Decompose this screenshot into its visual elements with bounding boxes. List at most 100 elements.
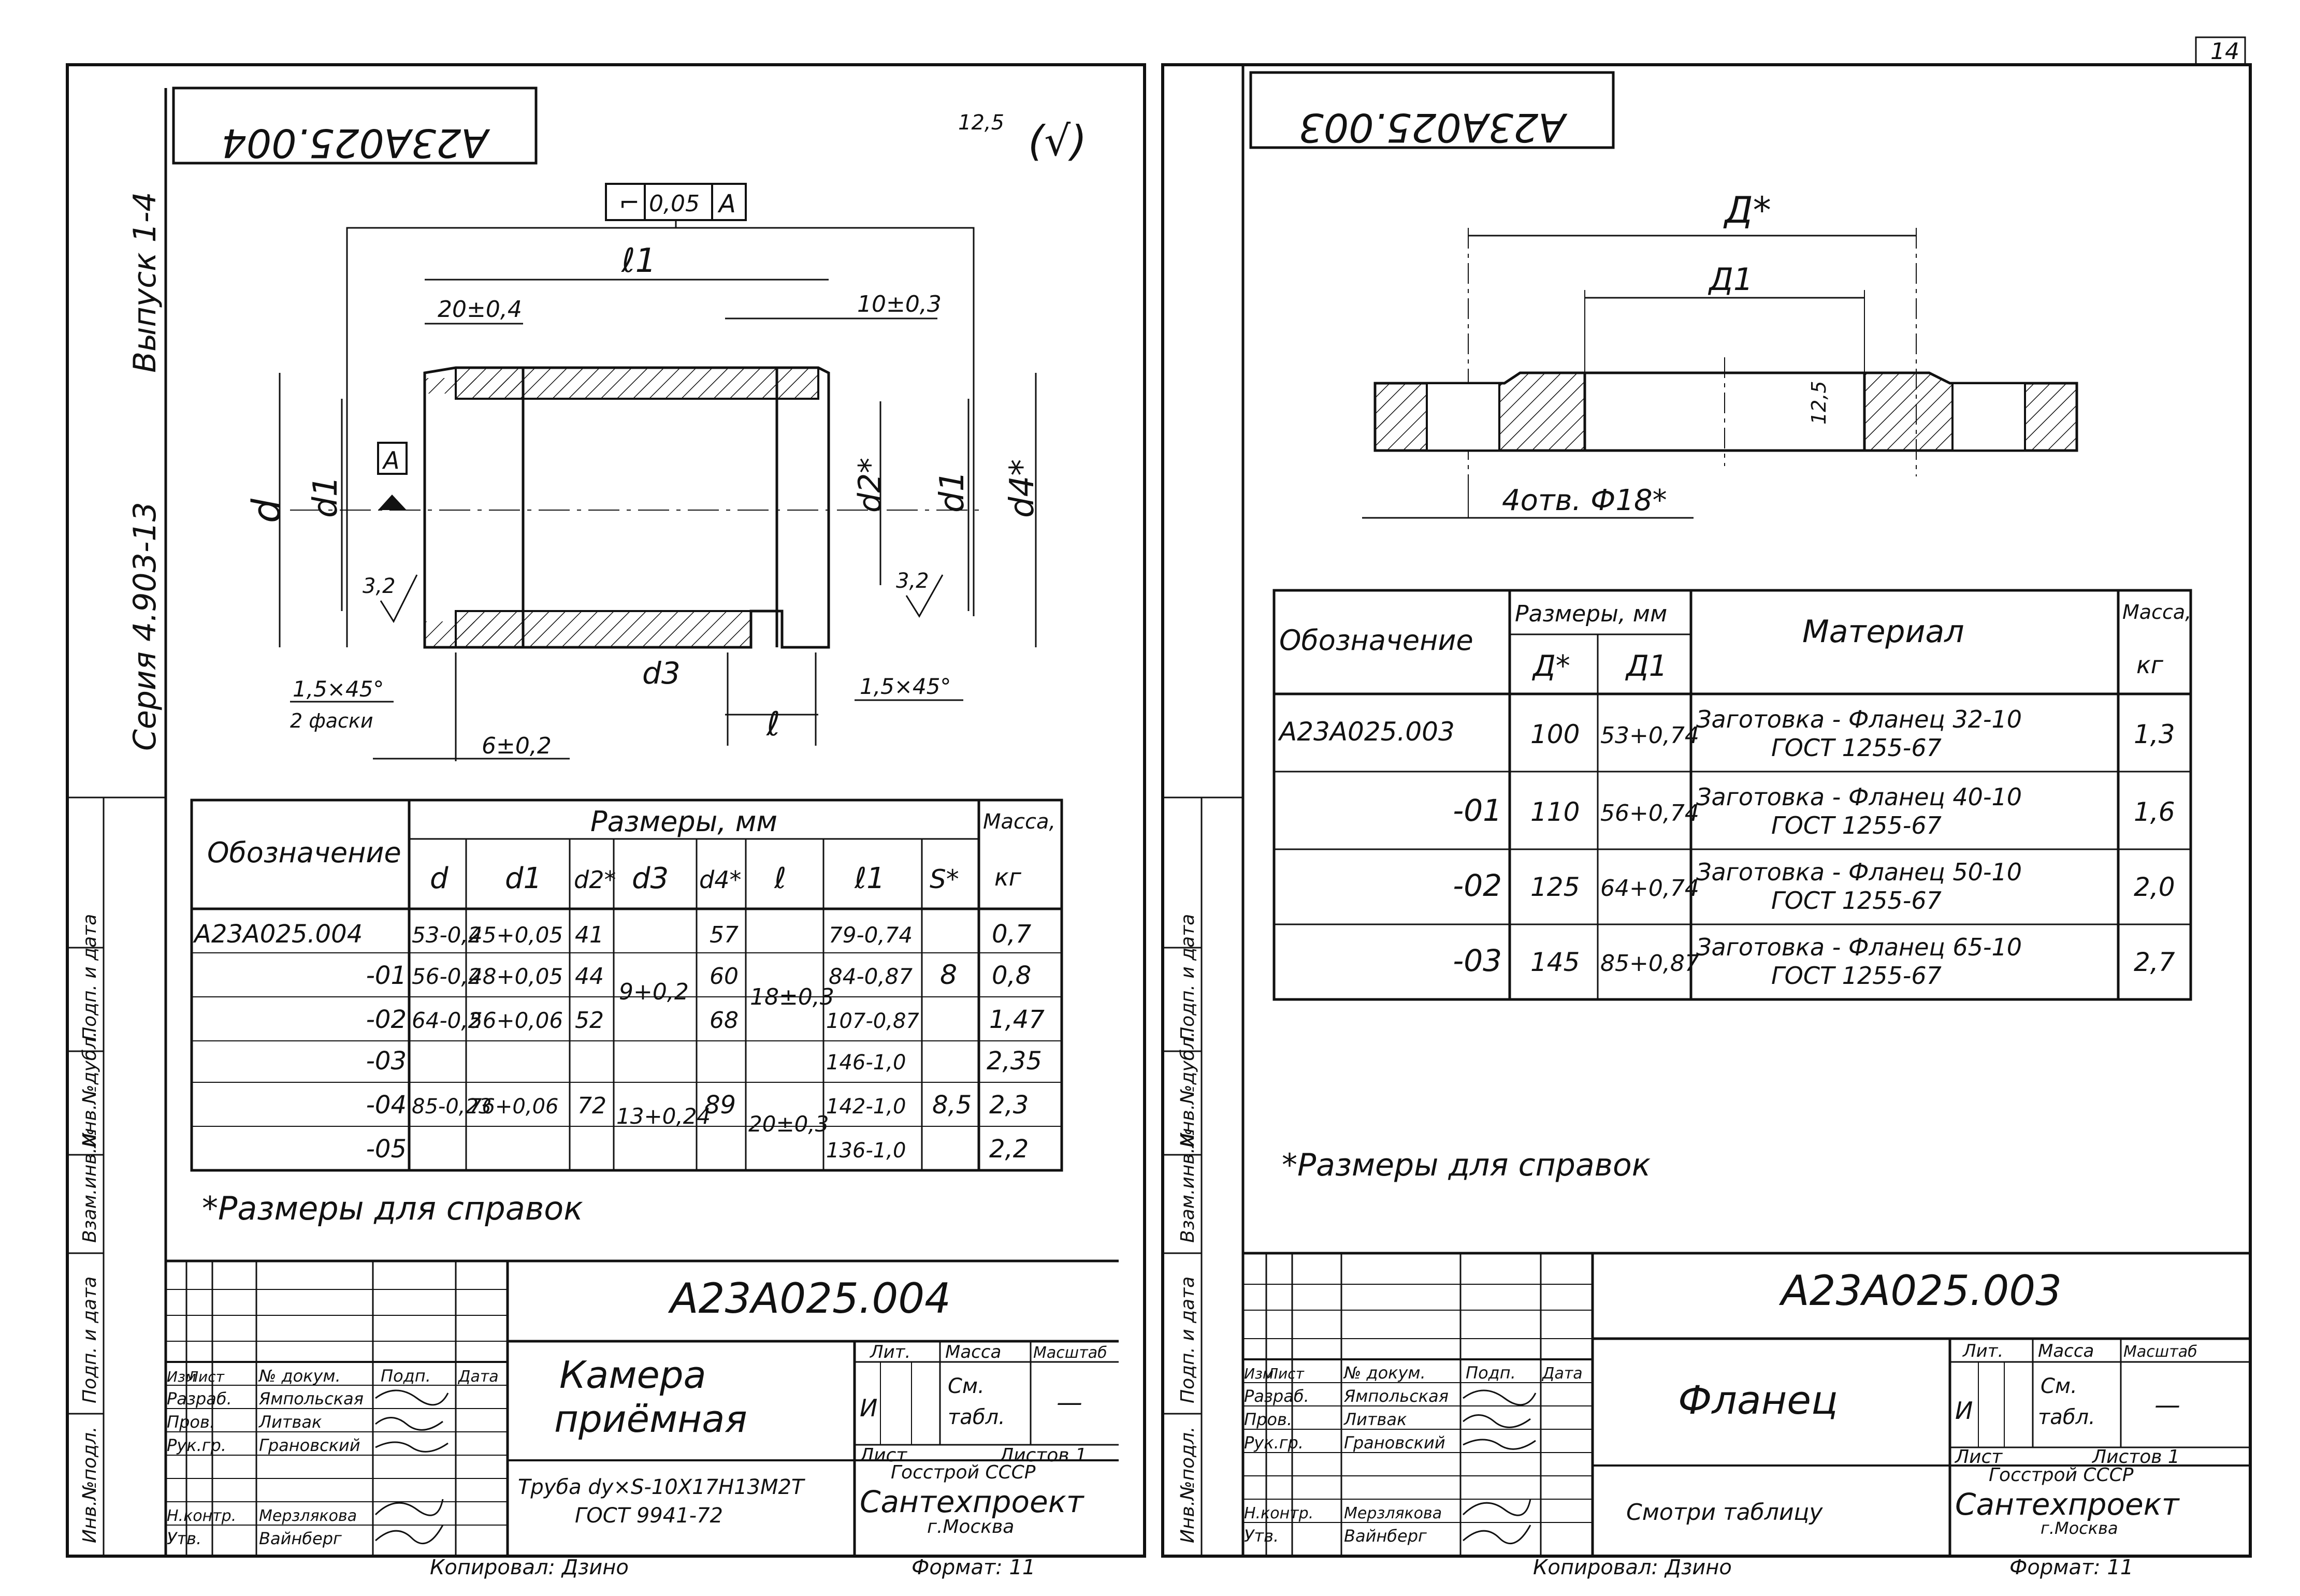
right-side-strip: Инв.№подл. Подп. и дата Взам.инв.№ Инв.№… [1163,65,1245,1556]
right-roughness: 12,5 [1807,381,1830,425]
right-role4: Дата [1541,1365,1583,1383]
right-title-block: А23А025.003 Фланец Смотри таблицу Лит. М… [1243,1252,2250,1579]
lrow4-l1: 142-1,0 [826,1095,906,1119]
rrow1-des: -01 [1453,793,1502,828]
left-p0r: Разраб. [167,1389,232,1409]
lrow1-mass: 0,8 [992,961,1031,990]
dim-d: d [244,498,289,523]
left-role1: Лист [187,1368,225,1385]
lrow5-des: -05 [366,1135,407,1164]
lmerge-d1b: 76+0,06 [469,1095,558,1119]
rtable-h-kg: кг [2136,651,2164,679]
side-label-3: Инв.№дубл. [79,1032,100,1147]
left-p2n: Грановский [259,1435,360,1455]
left-material2: ГОСТ 9941-72 [575,1504,723,1528]
left-p1r: Пров. [167,1412,215,1432]
dim-d4: d4* [1003,459,1041,518]
right-sheet-frame [1161,63,2252,1558]
rrow1-mat2: ГОСТ 1255-67 [1771,811,1942,839]
lmerge-d3a: 9+0,2 [619,979,689,1005]
right-p1n: Литвак [1343,1410,1407,1429]
rrow0-mat1: Заготовка - Фланец 32-10 [1696,705,2022,733]
right-note: *Размеры для справок [1282,1147,1651,1183]
right-format: Формат: 11 [2009,1556,2133,1579]
dim-6: 6±0,2 [482,733,552,759]
left-p3r: Н.контр. [167,1507,236,1525]
ltable-col-l1: ℓ1 [854,862,885,895]
right-copied: Копировал: Дзино [1533,1556,1732,1579]
right-role0: Изм [1244,1365,1274,1382]
ltable-col-d3: d3 [632,862,669,895]
rrow3-D: 145 [1530,947,1580,977]
lrow4-mass: 2,3 [989,1091,1029,1120]
ltable-col-l: ℓ [774,862,786,895]
left-mass-val2: табл. [948,1405,1005,1429]
left-note: *Размеры для справок [202,1189,583,1227]
lmerge-sa: 8 [940,960,957,991]
left-p4r: Утв. [167,1529,201,1548]
lrow3-des: -03 [366,1047,407,1076]
left-copied: Копировал: Дзино [430,1556,629,1579]
chamfer-right: 1,5×45° [860,674,951,699]
rtable-h-dims: Размеры, мм [1515,601,1667,627]
right-mass: Масса [2038,1341,2094,1361]
ltable-h-mass: Масса, [983,810,1055,834]
rrow2-mass: 2,0 [2134,872,2175,902]
lrow2-d: 64-0,2 [412,1008,482,1033]
side-label-1: Подп. и дата [79,1276,100,1403]
right-lit: Лит. [1962,1341,2003,1361]
right-org2: Сантехпроект [1955,1487,2180,1522]
right-p2r: Рук.гр. [1244,1433,1304,1453]
rrow1-D1: 56+0,74 [1600,800,1699,826]
ltable-col-s: S* [930,864,959,894]
roughness-right: 3,2 [896,569,929,593]
datum-a: А [382,446,399,474]
dim-d1-left: d1 [307,476,345,518]
left-roughness: 12,5 [958,111,1004,135]
right-scale-val: — [2154,1390,2180,1420]
rtable-h-designation: Обозначение [1279,624,1473,657]
left-sheets: Листов 1 [999,1445,1087,1466]
right-sheets: Листов 1 [2091,1446,2180,1468]
ltable-col-d1: d1 [505,862,542,895]
left-name1: Камера [559,1353,706,1397]
rrow2-des: -02 [1453,868,1502,903]
side-label-0: Инв.№подл. [79,1427,100,1543]
left-role0: Изм [167,1368,196,1385]
rrow1-mass: 1,6 [2134,797,2175,827]
right-material: Смотри таблицу [1626,1499,1823,1526]
lmerge-la: 18±0,3 [750,984,834,1010]
right-mirrored-code-box [1249,71,1615,149]
lrow0-mass: 0,7 [992,920,1032,949]
tolerance-symbol: ⌐ [619,188,640,217]
left-mass-val1: См. [948,1374,985,1398]
left-sheet-frame [66,63,1146,1558]
signatures [374,1389,449,1544]
rrow0-des: А23А025.003 [1278,717,1455,747]
rrow2-D1: 64+0,74 [1600,875,1699,902]
left-p4n: Вайнберг [259,1529,342,1548]
right-lit-val: И [1955,1397,1973,1425]
right-p0r: Разраб. [1244,1386,1309,1406]
dim-d1-right: d1 [933,471,972,513]
left-org2: Сантехпроект [860,1484,1085,1519]
lrow0-d: 53-0,2 [412,922,482,948]
right-p3n: Мерзлякова [1344,1504,1442,1522]
lmerge-db: 85-0,23 [412,1095,491,1119]
right-code: А23А025.003 [1778,1267,2062,1315]
lrow0-des: А23А025.004 [193,920,363,949]
dim-holes: 4отв. Ф18* [1502,484,1667,517]
left-mass: Масса [945,1342,1001,1362]
dim-d3: d3 [642,656,681,691]
chamfer-left-2: 2 фаски [290,709,373,732]
rrow2-mat2: ГОСТ 1255-67 [1771,887,1942,915]
right-drawing: А23А025.003 Д* Д1 12,5 4отв. Ф18* [1249,71,2078,519]
tolerance-datum: А [717,190,736,219]
right-p4n: Вайнберг [1344,1526,1427,1546]
lrow2-d1: 56+0,06 [469,1008,563,1033]
lmerge-d3b: 13+0,24 [616,1104,711,1129]
right-p0n: Ямпольская [1343,1386,1449,1406]
lrow2-l1: 107-0,87 [826,1009,919,1033]
roughness-left: 3,2 [363,574,396,598]
lrow4-des: -04 [366,1091,407,1120]
